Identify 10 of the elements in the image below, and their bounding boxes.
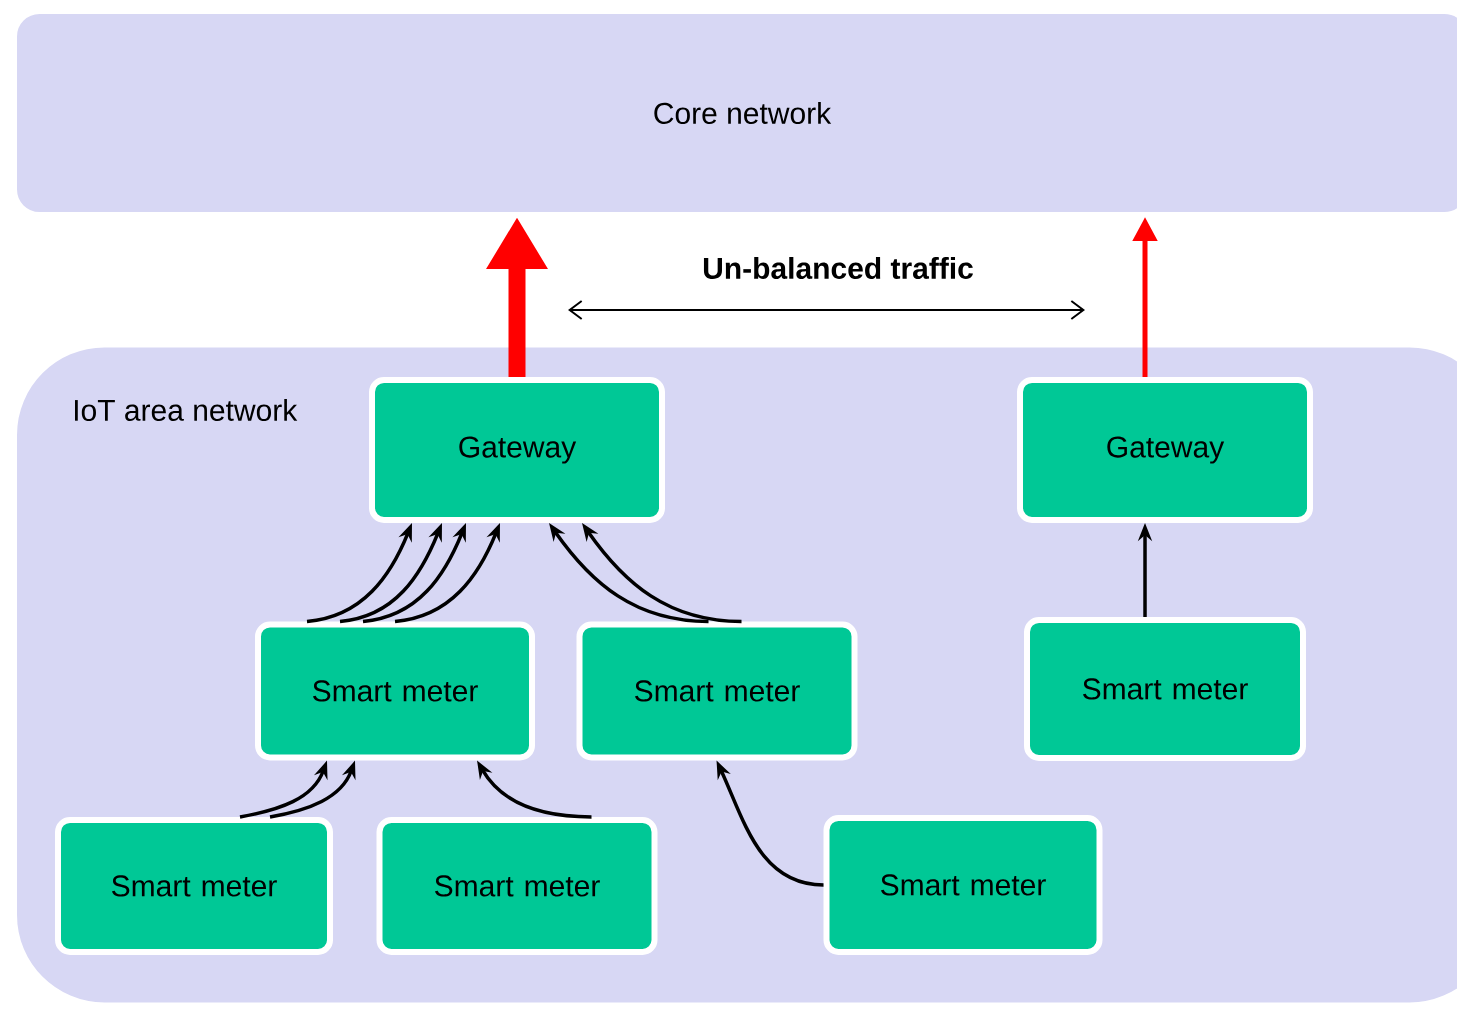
device-box: Smart meter bbox=[1024, 617, 1306, 761]
device-box: Smart meter bbox=[576, 621, 858, 761]
annotation-label: Un-balanced traffic bbox=[703, 256, 973, 279]
device-box: Smart meter bbox=[55, 817, 333, 955]
network-band: Core network bbox=[12, 9, 1457, 217]
device-box: Smart meter bbox=[255, 621, 535, 761]
device-box: Gateway bbox=[1017, 377, 1313, 523]
device-box: Smart meter bbox=[376, 817, 658, 955]
device-box: Gateway bbox=[369, 377, 665, 523]
device-box: Smart meter bbox=[823, 815, 1103, 955]
